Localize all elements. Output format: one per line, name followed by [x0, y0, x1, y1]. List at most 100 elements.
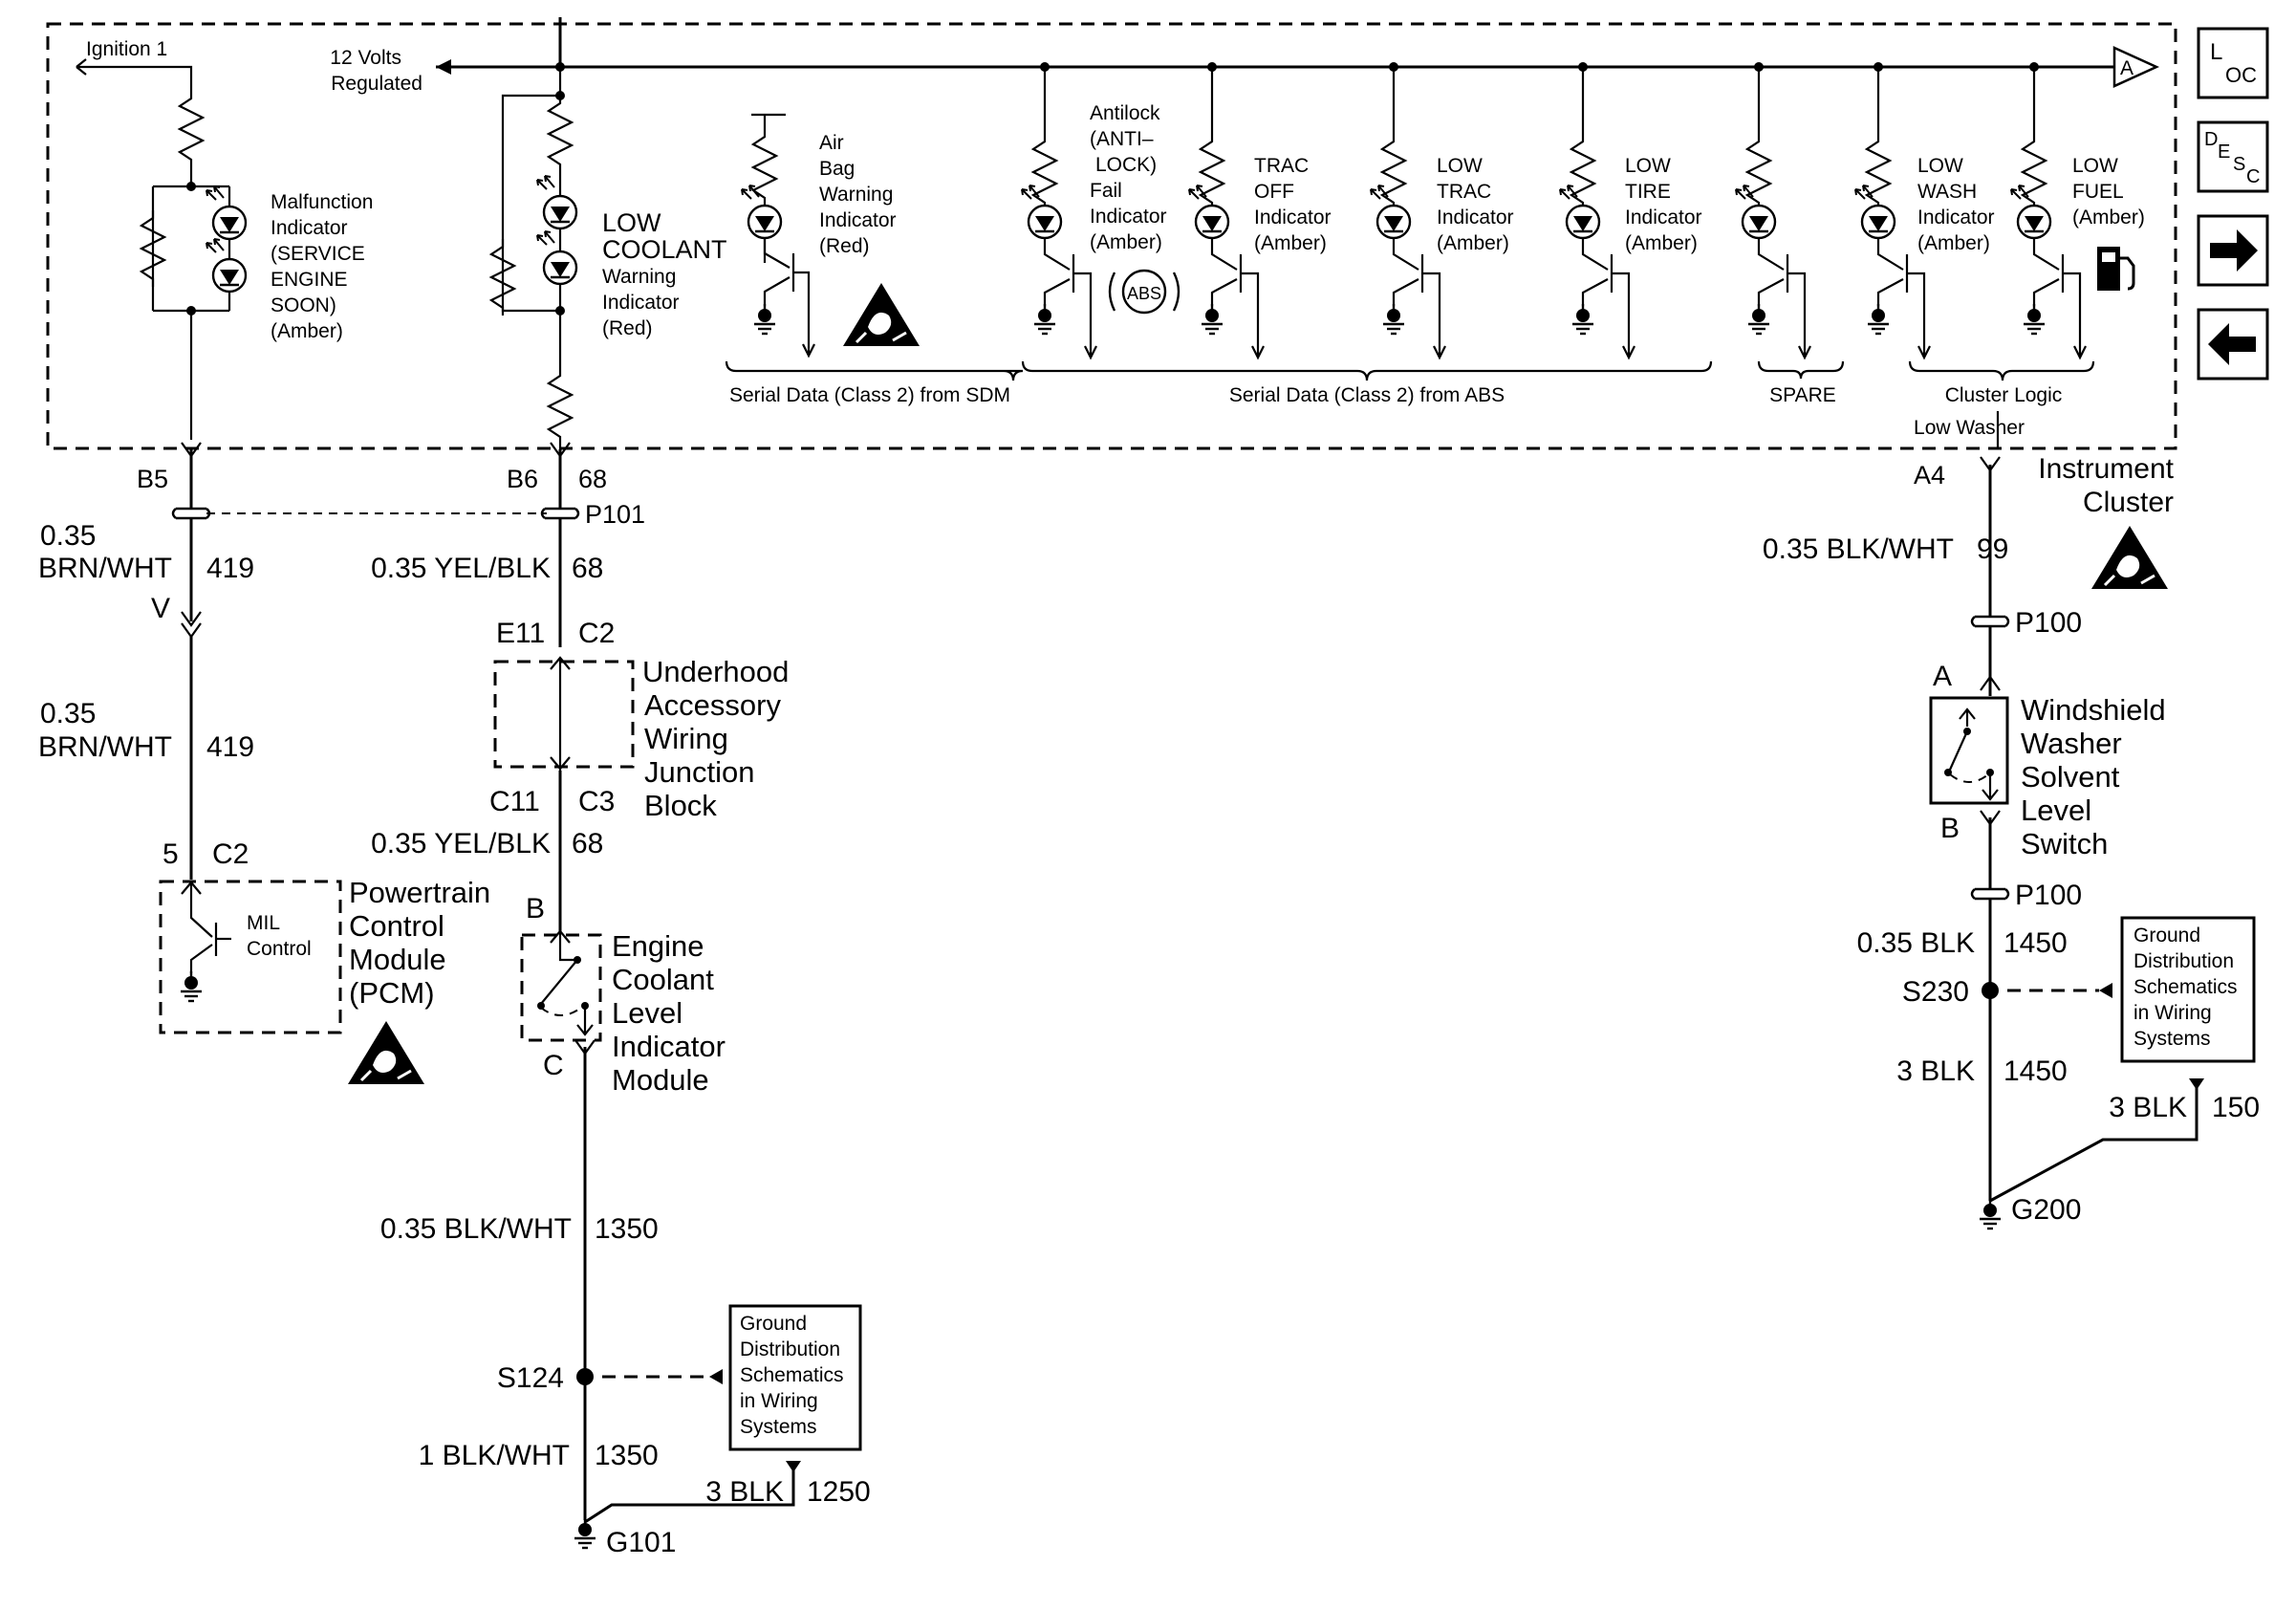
- previous-page-button[interactable]: [2197, 308, 2269, 381]
- low-trac-label: LOW TRAC Indicator (Amber): [1437, 155, 1514, 254]
- 12v-label: 12 Volts: [330, 47, 401, 69]
- svg-text:Indicator: Indicator: [1090, 206, 1167, 228]
- svg-text:Indicator: Indicator: [1917, 207, 1995, 228]
- svg-text:Module: Module: [349, 943, 446, 976]
- svg-text:(ANTI–: (ANTI–: [1090, 128, 1154, 150]
- wire-1250: [584, 1461, 795, 1524]
- next-page-button[interactable]: [2197, 214, 2269, 287]
- ground-distribution-ref-box-1[interactable]: [728, 1304, 862, 1451]
- svg-text:LOW: LOW: [1917, 155, 1963, 177]
- svg-text:S: S: [2233, 154, 2245, 175]
- svg-text:(Red): (Red): [602, 317, 653, 339]
- coolant-led-1-icon: [535, 174, 578, 230]
- svg-text:Level: Level: [2021, 794, 2091, 827]
- junction-c2-label: C2: [578, 618, 615, 649]
- circuit-1350b-label: 1350: [595, 1440, 659, 1471]
- svg-text:Systems: Systems: [740, 1416, 817, 1438]
- circuit-150-label: 150: [2212, 1092, 2260, 1123]
- svg-text:Powertrain: Powertrain: [349, 876, 490, 909]
- svg-text:Switch: Switch: [2021, 827, 2108, 860]
- svg-text:Antilock: Antilock: [1090, 102, 1160, 124]
- svg-text:(Amber): (Amber): [1090, 231, 1162, 253]
- description-button[interactable]: D E S C: [2197, 120, 2269, 193]
- ignition-wire: [76, 65, 193, 91]
- pcm-label: Powertrain Control Module (PCM): [349, 876, 490, 1010]
- circuit-1350-label: 1350: [595, 1213, 659, 1245]
- pin-a4-label: A4: [1914, 461, 1945, 490]
- ignition-label: Ignition 1: [86, 38, 167, 60]
- svg-text:Indicator: Indicator: [1625, 207, 1702, 228]
- svg-text:(Amber): (Amber): [1437, 232, 1509, 254]
- pin-e11-label: E11: [496, 618, 545, 649]
- bracket-spare-label: SPARE: [1769, 384, 1836, 406]
- spare-ground-icon: [1746, 302, 1771, 336]
- mil-resistor: [178, 89, 205, 169]
- ground-distribution-ref-label-1: Ground Distribution Schematics in Wiring…: [740, 1313, 844, 1438]
- svg-text:ENGINE: ENGINE: [271, 269, 348, 291]
- arrow-left-icon: [2208, 323, 2256, 365]
- location-button[interactable]: L OC: [2197, 27, 2269, 99]
- wire-150: [1989, 1078, 2199, 1203]
- pcm-ground-icon: [179, 969, 204, 1003]
- instrument-cluster-title-1: Instrument: [2038, 453, 2174, 485]
- svg-text:TRAC: TRAC: [1254, 155, 1309, 177]
- svg-text:SOON): SOON): [271, 294, 336, 316]
- sdm-bracket: [725, 360, 1024, 381]
- instrument-cluster-title-2: Cluster: [2083, 487, 2174, 518]
- g101-ground-icon: [573, 1516, 597, 1550]
- svg-text:Washer: Washer: [2021, 727, 2122, 760]
- mil-led-1-icon: [205, 185, 248, 241]
- low-trac-lamp-driver: [1369, 62, 1446, 360]
- svg-text:Indicator: Indicator: [612, 1030, 726, 1063]
- g101-label: G101: [606, 1527, 676, 1558]
- bus-continuation-arrow: [2112, 46, 2160, 88]
- circuit-1250-label: 1250: [807, 1476, 871, 1508]
- g200-ground-icon: [1978, 1197, 2003, 1230]
- switch-pin-b-label: B: [1940, 813, 1960, 844]
- low-wash-lamp-driver: [1853, 62, 1931, 360]
- ground-distribution-ref-box-2[interactable]: [2120, 916, 2256, 1063]
- svg-text:E: E: [2218, 141, 2230, 163]
- washer-switch-box: [1929, 696, 2009, 805]
- antilock-label: Antilock (ANTI– LOCK) Fail Indicator (Am…: [1090, 102, 1167, 253]
- wire-blk-wht-99-label: 0.35 BLK/WHT: [1763, 533, 1954, 565]
- svg-text:WASH: WASH: [1917, 181, 1977, 203]
- svg-text:Distribution: Distribution: [2134, 950, 2234, 972]
- svg-text:Fail: Fail: [1090, 180, 1122, 202]
- low-trac-ground-icon: [1381, 302, 1406, 336]
- indicator-lamp-columns: [1020, 62, 2087, 360]
- v-mark-label: V: [151, 593, 170, 624]
- splice-s230: [1982, 982, 1999, 999]
- svg-text:Malfunction: Malfunction: [271, 191, 373, 213]
- bracket-abs-label: Serial Data (Class 2) from ABS: [1229, 384, 1505, 406]
- ecl-pin-c-label: C: [543, 1050, 564, 1081]
- circuit-419b-label: 419: [206, 731, 254, 763]
- svg-text:(Red): (Red): [819, 235, 870, 257]
- svg-text:D: D: [2204, 129, 2218, 150]
- svg-text:LOW: LOW: [1437, 155, 1483, 177]
- regulated-label: Regulated: [331, 73, 422, 95]
- svg-text:TIRE: TIRE: [1625, 181, 1671, 203]
- fuel-pump-icon: [2097, 247, 2135, 291]
- svg-text:Junction: Junction: [644, 755, 754, 789]
- svg-text:FUEL: FUEL: [2072, 181, 2124, 203]
- splice-s124: [576, 1368, 594, 1385]
- pin-b6-label: B6: [507, 465, 538, 493]
- g200-label: G200: [2011, 1194, 2081, 1226]
- low-coolant-label: LOW COOLANT Warning Indicator (Red): [602, 208, 727, 339]
- instrument-cluster-boundary: [46, 22, 2177, 450]
- svg-text:Accessory: Accessory: [644, 688, 781, 722]
- s124-label: S124: [497, 1362, 564, 1394]
- wire-yel-blk-label: 0.35 YEL/BLK: [371, 553, 551, 584]
- svg-text:Bag: Bag: [819, 158, 855, 180]
- svg-text:in Wiring: in Wiring: [2134, 1002, 2212, 1024]
- svg-text:Engine: Engine: [612, 929, 704, 963]
- trac-off-label: TRAC OFF Indicator (Amber): [1254, 155, 1332, 254]
- svg-text:Schematics: Schematics: [2134, 976, 2238, 998]
- low-washer-label: Low Washer: [1914, 417, 2025, 439]
- antilock-led-icon: [1020, 184, 1063, 240]
- spare-bracket: [1757, 360, 1845, 380]
- mil-indicator-label: Malfunction Indicator (SERVICE ENGINE SO…: [271, 191, 373, 342]
- engine-coolant-level-module-label: Engine Coolant Level Indicator Module: [612, 929, 726, 1097]
- svg-text:Control: Control: [349, 909, 444, 943]
